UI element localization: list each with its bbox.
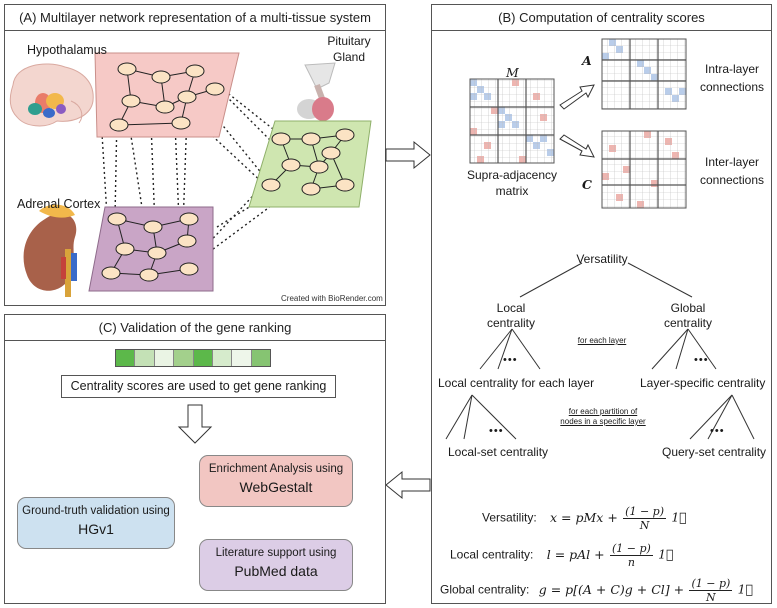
literature-line1: Literature support using xyxy=(215,547,337,559)
pituitary-illustration xyxy=(297,62,336,121)
inter-layer-label: Inter-layer connections xyxy=(696,153,768,189)
supra-adjacency-matrix xyxy=(469,78,555,164)
panel-multilayer-network: (A) Multilayer network representation of… xyxy=(4,4,386,306)
pituitary-label-line2: Gland xyxy=(332,50,366,64)
global-centrality-node: Global centrality xyxy=(652,301,724,331)
matrix-c-label: C xyxy=(582,177,592,192)
global-line2: centrality xyxy=(663,316,713,330)
panel-b-title: (B) Computation of centrality scores xyxy=(432,5,771,31)
adrenal-label: Adrenal Cortex xyxy=(17,197,101,211)
local-formula-label: Local centrality: xyxy=(450,547,534,562)
enrichment-analysis-box: Enrichment Analysis using WebGestalt xyxy=(199,455,353,507)
ground-line1: Ground-truth validation using xyxy=(22,505,170,517)
ranking-bar-cell xyxy=(134,350,154,366)
arrow-to-intra-icon xyxy=(559,84,595,110)
biorender-credit: Created with BioRender.com xyxy=(281,294,383,303)
adrenal-kidney-illustration xyxy=(23,204,77,297)
arrow-left-icon xyxy=(385,470,431,500)
global-line1: Global xyxy=(670,301,706,315)
arrow-right-icon xyxy=(385,140,431,170)
global-formula-label: Global centrality: xyxy=(440,582,530,597)
hypothalamus-layer xyxy=(94,52,240,138)
ranking-bar-cell xyxy=(231,350,251,366)
partition-line2: nodes in a specific layer xyxy=(560,417,646,426)
versatility-formula-label: Versatility: xyxy=(482,510,537,525)
intra-layer-matrix xyxy=(601,38,687,110)
pituitary-label: Pituitary Gland xyxy=(323,33,375,65)
ranking-bar-cell xyxy=(153,350,174,366)
multilayer-network-figure xyxy=(9,52,372,297)
partition-note: for each partition of nodes in a specifi… xyxy=(548,407,658,427)
matrices-figure xyxy=(469,38,687,209)
supra-adjacency-label: Supra-adjacency matrix xyxy=(462,167,562,199)
query-set-dots: ••• xyxy=(710,425,725,437)
enrichment-line1: Enrichment Analysis using xyxy=(208,463,344,475)
panel-centrality-computation: (B) Computation of centrality scores xyxy=(431,4,772,604)
intra-line1: Intra-layer xyxy=(704,62,760,76)
versatility-node: Versatility xyxy=(576,252,628,266)
versatility-formula: Versatility: x = pMx + (1 − p)N 1⃗ xyxy=(482,505,687,532)
panel-a-title: (A) Multilayer network representation of… xyxy=(5,5,385,31)
literature-support-box: Literature support using PubMed data xyxy=(199,539,353,591)
local-set-node: Local-set centrality xyxy=(448,445,549,459)
panel-gene-ranking-validation: (C) Validation of the gene ranking Centr… xyxy=(4,314,386,604)
inter-line2: connections xyxy=(699,173,765,187)
local-set-dots: ••• xyxy=(489,425,504,437)
supra-line1: Supra-adjacency xyxy=(466,168,558,182)
arrow-to-inter-icon xyxy=(559,134,595,158)
ground-line2: HGv1 xyxy=(78,521,114,537)
inter-line1: Inter-layer xyxy=(704,155,760,169)
partition-line1: for each partition of xyxy=(568,407,638,416)
ranking-bar-cell xyxy=(192,350,212,366)
matrix-m-label: M xyxy=(506,65,519,80)
local-line2: centrality xyxy=(486,316,536,330)
layer-specific-node: Layer-specific centrality xyxy=(640,376,766,390)
matrix-a-label: A xyxy=(582,53,592,68)
enrichment-line2: WebGestalt xyxy=(239,479,313,495)
intra-line2: connections xyxy=(699,80,765,94)
global-centrality-formula: Global centrality: g = p[(A + C)g + Cl] … xyxy=(440,577,754,604)
local-line1: Local xyxy=(496,301,526,315)
query-set-node: Query-set centrality xyxy=(662,445,767,459)
inter-layer-matrix xyxy=(601,130,687,209)
centrality-tree-lines xyxy=(445,262,755,440)
arrow-down-icon xyxy=(177,404,213,444)
local-each-layer-node: Local centrality for each layer xyxy=(438,376,595,390)
local-centrality-node: Local centrality xyxy=(476,301,546,331)
literature-line2: PubMed data xyxy=(234,563,318,579)
pituitary-label-line1: Pituitary xyxy=(327,34,371,48)
ranking-statement: Centrality scores are used to get gene r… xyxy=(61,375,336,398)
ranking-bar-cell xyxy=(116,350,135,366)
ranking-bar-cell xyxy=(211,350,232,366)
for-each-layer-note: for each layer xyxy=(577,336,627,345)
ranking-bar-cell xyxy=(173,350,193,366)
pituitary-layer xyxy=(248,120,372,208)
ground-truth-box: Ground-truth validation using HGv1 xyxy=(17,497,175,549)
intra-layer-label: Intra-layer connections xyxy=(696,60,768,96)
hypothalamus-label: Hypothalamus xyxy=(27,43,107,57)
supra-line2: matrix xyxy=(495,184,529,198)
local-centrality-formula: Local centrality: l = pAl + (1 − p)n 1⃗ xyxy=(450,542,674,569)
adrenal-layer xyxy=(88,206,214,292)
ranking-bar-cell xyxy=(250,350,270,366)
gene-ranking-bar xyxy=(115,349,271,367)
hypothalamus-illustration xyxy=(9,63,94,127)
local-dots: ••• xyxy=(503,354,518,366)
panel-c-title: (C) Validation of the gene ranking xyxy=(5,315,385,341)
global-dots: ••• xyxy=(694,354,709,366)
